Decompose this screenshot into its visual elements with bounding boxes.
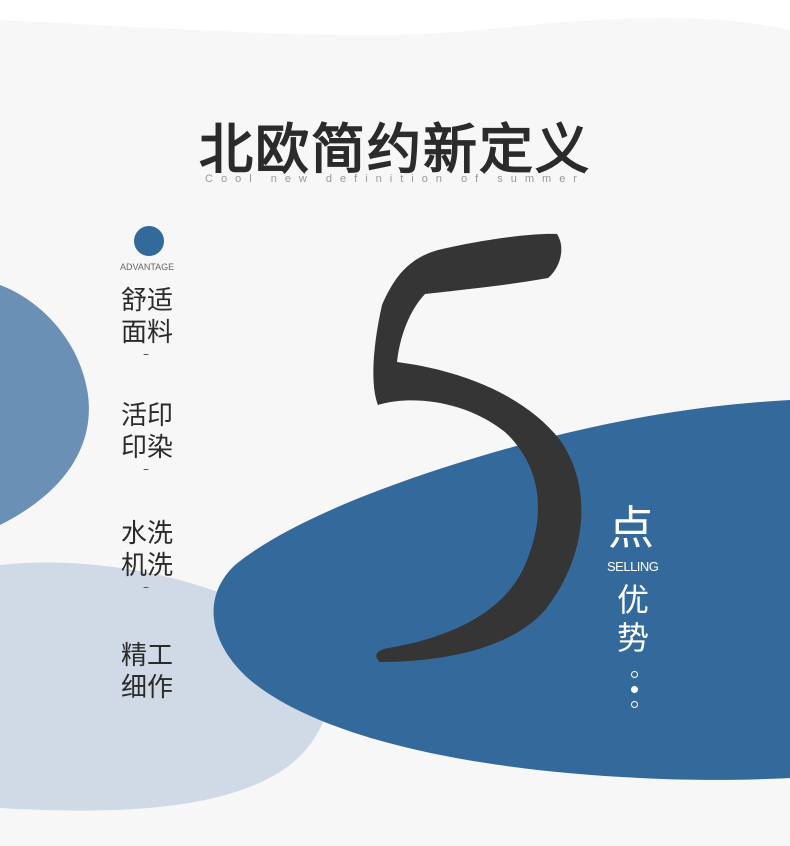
feature-dash: – — [143, 347, 149, 361]
page-title: 北欧简约新定义 — [199, 117, 591, 181]
feature-line1: 水洗 — [121, 519, 174, 549]
dark-blue-blob — [213, 400, 790, 780]
advantage-dot — [134, 226, 164, 256]
feature-line1: 精工 — [121, 641, 174, 671]
page-subtitle: Cool new definition of summer — [205, 173, 585, 185]
feature-item: 舒适 面料 – — [121, 285, 191, 361]
selling-char-1: 点 — [608, 501, 654, 555]
feature-dash: – — [143, 462, 149, 476]
feature-dash: – — [143, 580, 149, 594]
left-blue-blob — [0, 285, 89, 525]
feature-line2: 机洗 — [121, 551, 174, 581]
top-wave — [0, 0, 790, 36]
feature-line2: 细作 — [121, 673, 174, 703]
dot-indicator — [631, 701, 638, 708]
advantage-tag: ADVANTAGE — [120, 262, 175, 272]
feature-line1: 活印 — [121, 401, 174, 431]
feature-line2: 印染 — [121, 433, 174, 463]
dot-indicator — [631, 671, 638, 678]
feature-line1: 舒适 — [121, 286, 174, 316]
feature-line2: 面料 — [121, 318, 174, 348]
feature-item: 精工 细作 — [121, 640, 191, 704]
selling-char-3: 势 — [617, 619, 650, 657]
selling-char-2: 优 — [617, 581, 650, 619]
selling-tag: SELLING — [607, 559, 659, 574]
feature-item: 活印 印染 – — [121, 400, 191, 476]
feature-item: 水洗 机洗 – — [121, 518, 191, 594]
dot-indicator-active — [631, 686, 638, 693]
